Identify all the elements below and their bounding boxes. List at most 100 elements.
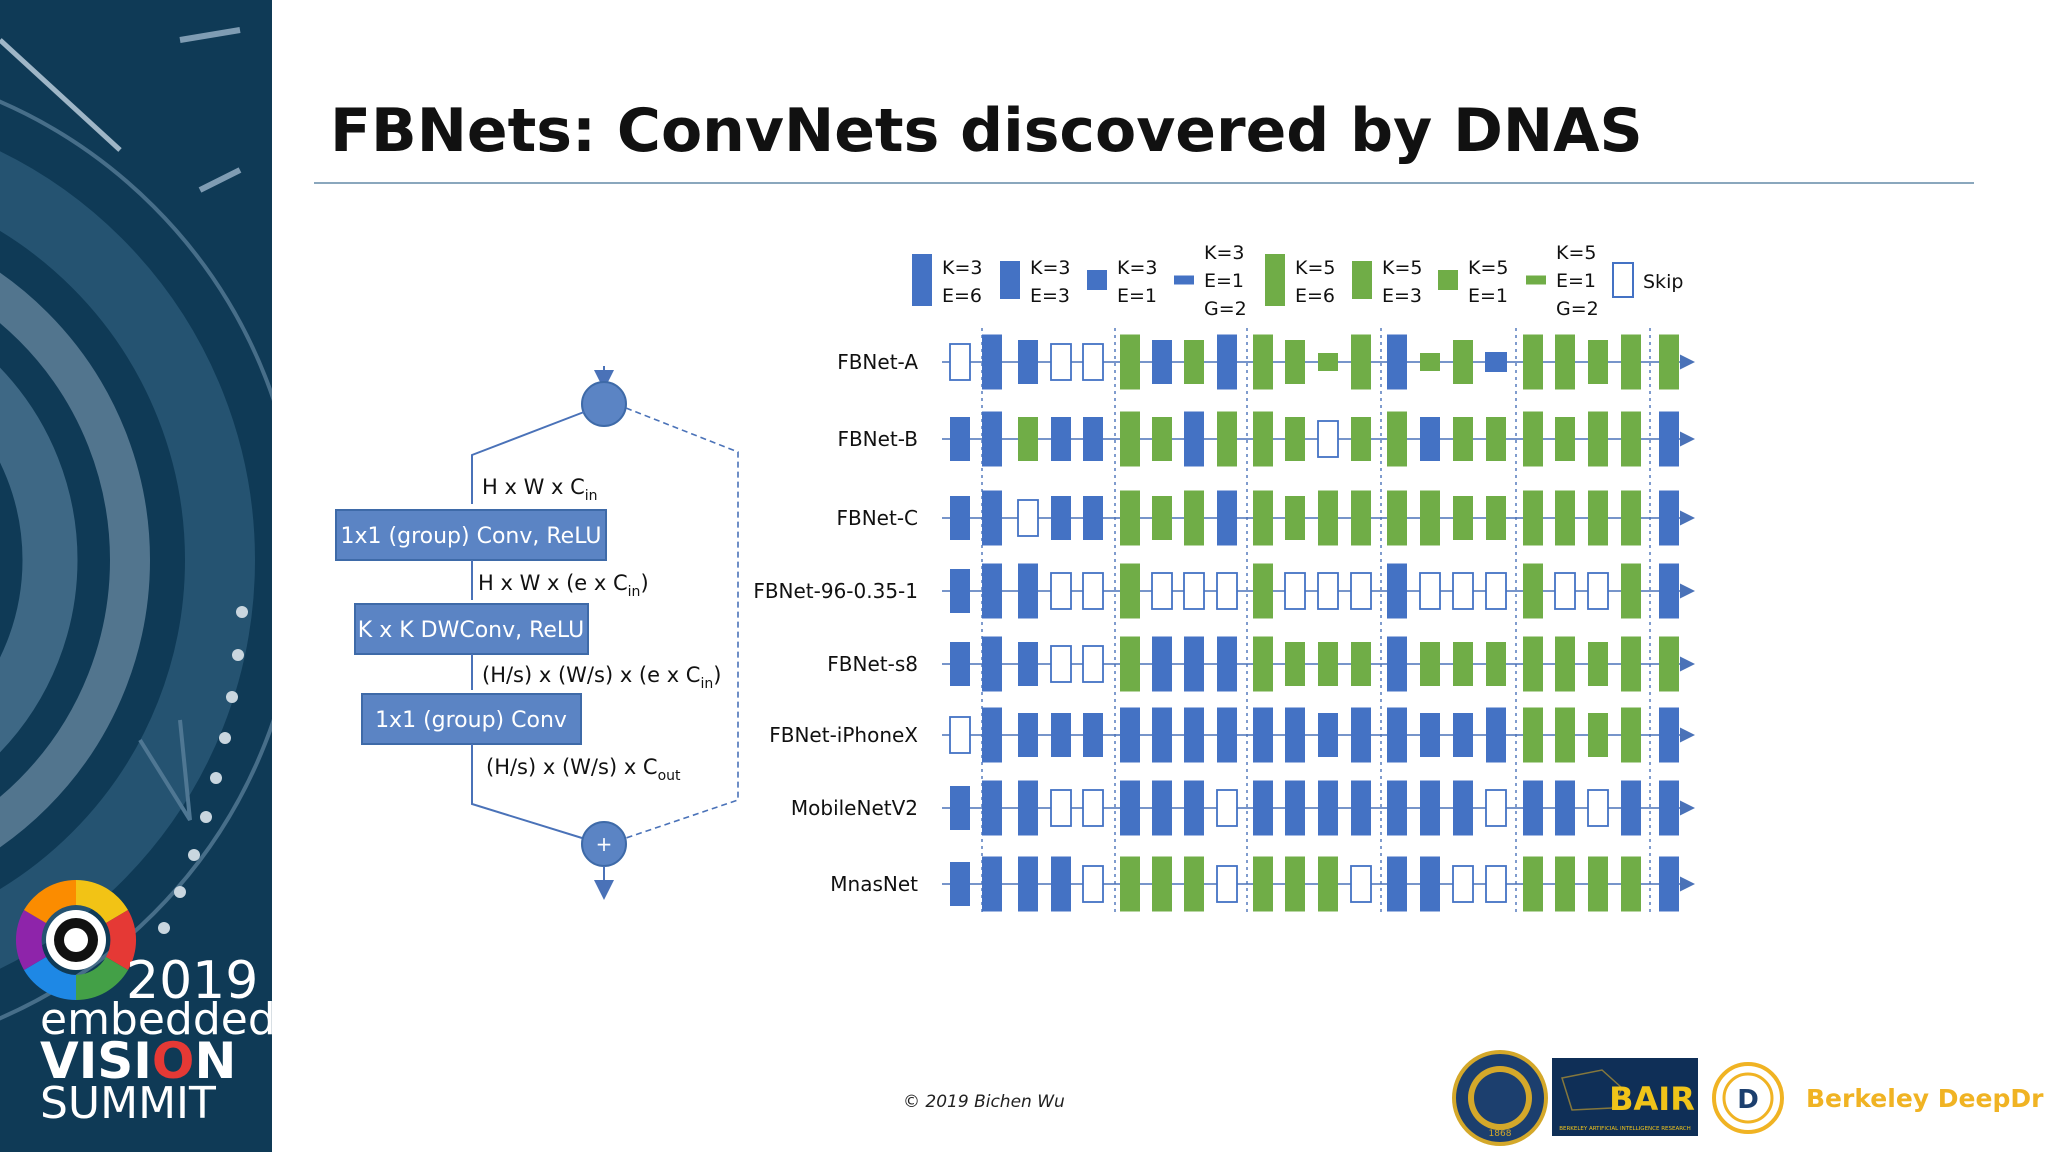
block-7-20 bbox=[1587, 789, 1609, 827]
bdd-logo: D Berkeley DeepDrive bbox=[1712, 1062, 2044, 1134]
block-1-18 bbox=[1523, 334, 1543, 390]
block-5-18 bbox=[1523, 636, 1543, 692]
block-8-17 bbox=[1485, 865, 1507, 903]
block-1-19 bbox=[1555, 334, 1575, 390]
block-8-12 bbox=[1318, 856, 1338, 912]
block-4-21 bbox=[1621, 563, 1641, 619]
block-1-6 bbox=[1120, 334, 1140, 390]
block-8-3 bbox=[1018, 856, 1038, 912]
block-5-17 bbox=[1486, 642, 1506, 686]
legend-label-6-1: K=5 bbox=[1382, 257, 1422, 279]
block-8-13 bbox=[1350, 865, 1372, 903]
bair-logo: BAIR BERKELEY ARTIFICIAL INTELLIGENCE RE… bbox=[1552, 1058, 1698, 1136]
block-2-9 bbox=[1217, 411, 1237, 467]
block-1-11 bbox=[1285, 340, 1305, 384]
block-7-5 bbox=[1082, 789, 1104, 827]
block-4-6 bbox=[1120, 563, 1140, 619]
block-2-8 bbox=[1184, 411, 1204, 467]
block-6-19 bbox=[1555, 707, 1575, 763]
block-7-22 bbox=[1659, 780, 1679, 836]
block-6-11 bbox=[1285, 707, 1305, 763]
block-3-18 bbox=[1523, 490, 1543, 546]
block-3-3 bbox=[1017, 499, 1039, 537]
block-6-9 bbox=[1217, 707, 1237, 763]
legend-swatch-2 bbox=[1000, 261, 1020, 299]
block-7-7 bbox=[1152, 780, 1172, 836]
block-3-8 bbox=[1184, 490, 1204, 546]
block-5-5 bbox=[1082, 645, 1104, 683]
block-3-9 bbox=[1217, 490, 1237, 546]
block-5-13 bbox=[1351, 642, 1371, 686]
block-3-20 bbox=[1588, 490, 1608, 546]
network-label-5: FBNet-s8 bbox=[827, 652, 918, 676]
block-8-21 bbox=[1621, 856, 1641, 912]
conv1x1-relu-label: 1x1 (group) Conv, ReLU bbox=[341, 524, 602, 549]
block-1-17 bbox=[1485, 352, 1507, 372]
block-3-2 bbox=[982, 490, 1002, 546]
block-5-10 bbox=[1253, 636, 1273, 692]
block-4-22 bbox=[1659, 563, 1679, 619]
block-2-22 bbox=[1659, 411, 1679, 467]
legend-label-8-1: K=5 bbox=[1556, 242, 1596, 264]
block-4-9 bbox=[1216, 572, 1238, 610]
block-1-15 bbox=[1420, 353, 1440, 371]
block-7-6 bbox=[1120, 780, 1140, 836]
block-1-2 bbox=[982, 334, 1002, 390]
block-8-18 bbox=[1523, 856, 1543, 912]
block-1-21 bbox=[1621, 334, 1641, 390]
dim-output: (H/s) x (W/s) x Cout bbox=[486, 755, 681, 784]
block-6-7 bbox=[1152, 707, 1172, 763]
block-2-6 bbox=[1120, 411, 1140, 467]
legend-label-6-2: E=3 bbox=[1382, 285, 1422, 307]
summit-summit: SUMMIT bbox=[40, 1078, 216, 1129]
block-5-3 bbox=[1018, 642, 1038, 686]
input-node bbox=[581, 381, 627, 427]
block-4-5 bbox=[1082, 572, 1104, 610]
block-3-6 bbox=[1120, 490, 1140, 546]
block-5-19 bbox=[1555, 636, 1575, 692]
block-6-18 bbox=[1523, 707, 1543, 763]
legend-swatch-5 bbox=[1265, 254, 1285, 306]
legend-label-5-1: K=5 bbox=[1295, 257, 1335, 279]
block-5-2 bbox=[982, 636, 1002, 692]
block-3-5 bbox=[1083, 496, 1103, 540]
block-5-7 bbox=[1152, 636, 1172, 692]
dwconv-relu-box bbox=[354, 603, 589, 655]
block-8-7 bbox=[1152, 856, 1172, 912]
copyright-footer: © 2019 Bichen Wu bbox=[903, 1092, 1065, 1112]
block-3-11 bbox=[1285, 496, 1305, 540]
block-6-6 bbox=[1120, 707, 1140, 763]
block-7-17 bbox=[1485, 789, 1507, 827]
legend-label-7-2: E=1 bbox=[1468, 285, 1508, 307]
block-2-5 bbox=[1083, 417, 1103, 461]
legend-swatch-1 bbox=[912, 254, 932, 306]
legend-label-4-1: K=3 bbox=[1204, 242, 1244, 264]
block-6-10 bbox=[1253, 707, 1273, 763]
uc-seal-logo: 1868 bbox=[1452, 1050, 1548, 1146]
block-2-21 bbox=[1621, 411, 1641, 467]
legend-label-7-1: K=5 bbox=[1468, 257, 1508, 279]
uc-seal-year: 1868 bbox=[1489, 1129, 1512, 1139]
bair-text: BAIR bbox=[1609, 1080, 1695, 1118]
block-6-5 bbox=[1083, 713, 1103, 757]
block-8-4 bbox=[1051, 856, 1071, 912]
block-4-13 bbox=[1350, 572, 1372, 610]
block-7-12 bbox=[1318, 780, 1338, 836]
block-1-8 bbox=[1184, 340, 1204, 384]
legend-label-1-1: K=3 bbox=[942, 257, 982, 279]
block-2-3 bbox=[1018, 417, 1038, 461]
block-7-8 bbox=[1184, 780, 1204, 836]
legend: K=3E=6K=3E=3K=3E=1K=3E=1G=2K=5E=6K=5E=3K… bbox=[912, 242, 1683, 320]
block-3-13 bbox=[1351, 490, 1371, 546]
block-7-16 bbox=[1453, 780, 1473, 836]
dim-mid1: H x W x (e x Cin) bbox=[478, 571, 649, 600]
block-2-7 bbox=[1152, 417, 1172, 461]
block-7-19 bbox=[1555, 780, 1575, 836]
block-2-4 bbox=[1051, 417, 1071, 461]
block-5-4 bbox=[1050, 645, 1072, 683]
block-6-12 bbox=[1318, 713, 1338, 757]
network-label-4: FBNet-96-0.35-1 bbox=[753, 579, 918, 603]
legend-label-3-2: E=1 bbox=[1117, 285, 1157, 307]
block-3-4 bbox=[1051, 496, 1071, 540]
